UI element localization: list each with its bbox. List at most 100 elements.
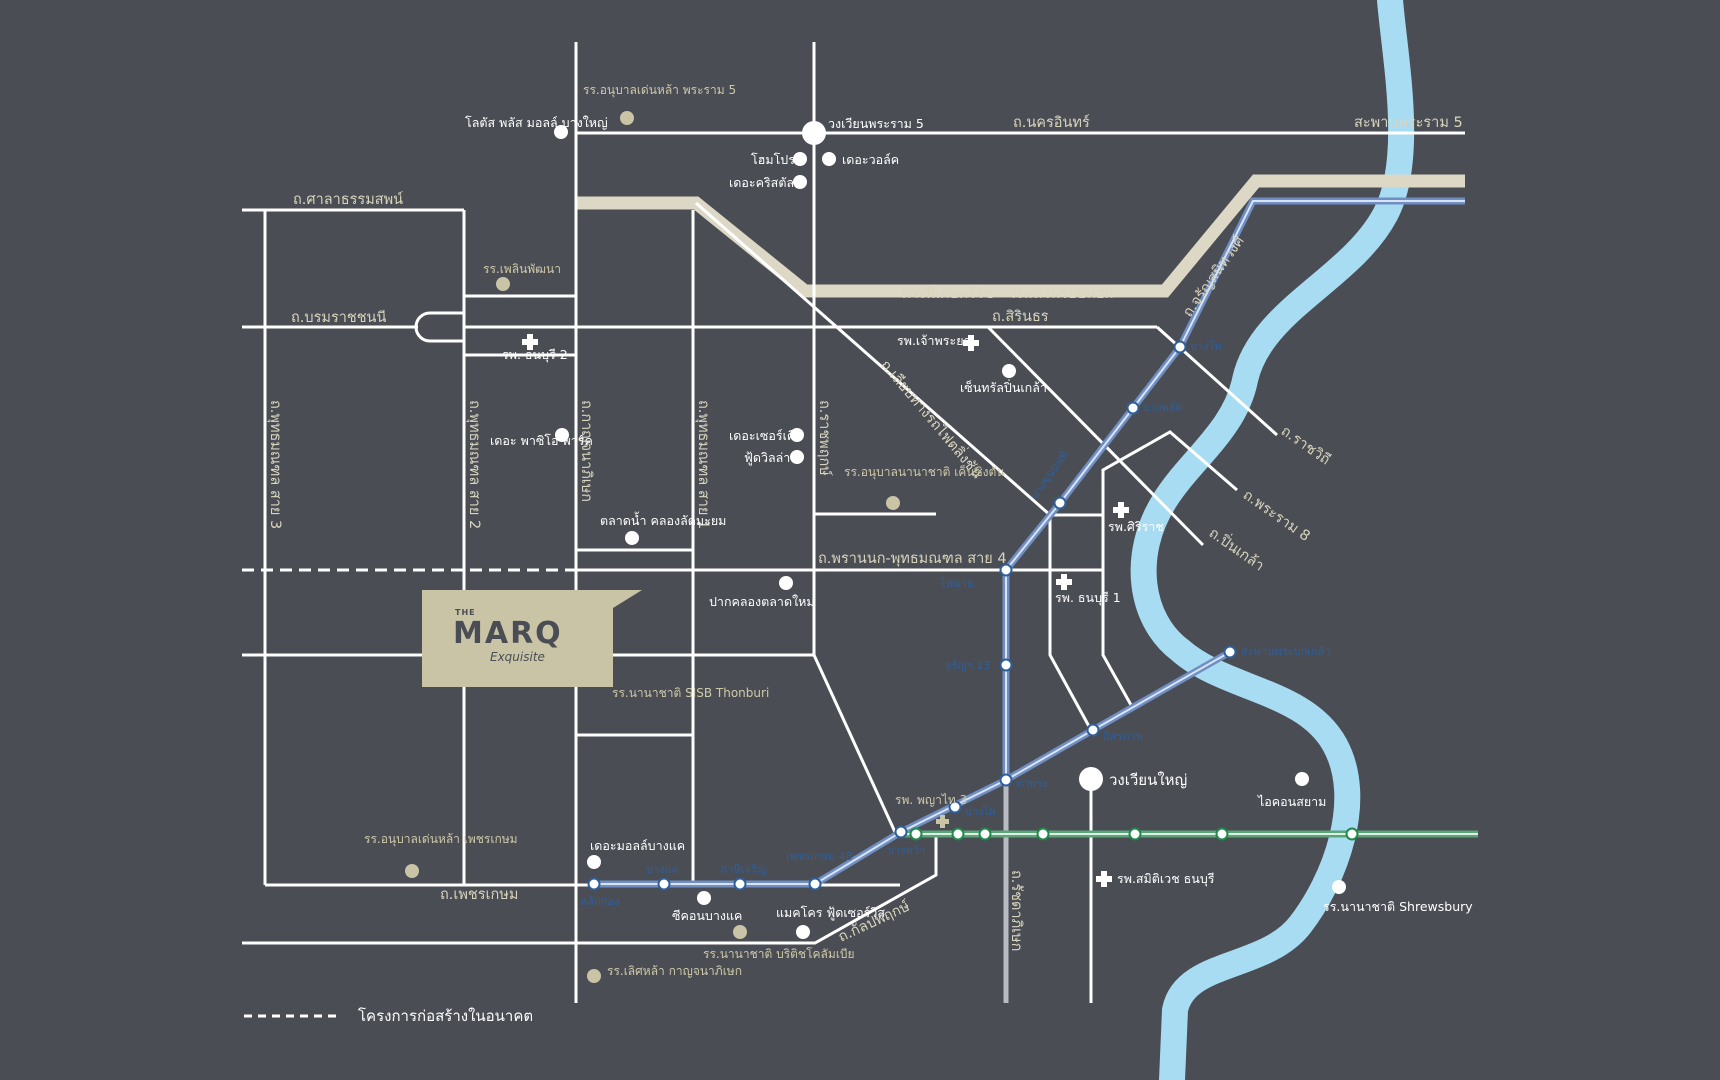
- makro-dot[interactable]: [796, 925, 810, 939]
- label-shrewsbury: รร.นานาชาติ Shrewsbury: [1323, 899, 1473, 914]
- pak-khlong-dot[interactable]: [779, 576, 793, 590]
- wongwian-yai-dot[interactable]: [1079, 767, 1103, 791]
- station-lak-song[interactable]: [587, 877, 601, 891]
- road-charan-link: [1048, 515, 1093, 731]
- station-label-phetkasem-48: เพชรเกษม 48: [786, 850, 853, 863]
- lotus-dot[interactable]: [554, 125, 568, 139]
- station-phasi-charoen[interactable]: [733, 877, 747, 891]
- label-seacon-bangkhae: ซีคอนบางแค: [672, 908, 742, 923]
- label-thonburi2: รพ. ธนบุรี 2: [502, 347, 568, 363]
- station-label-charan-13: จรัญฯ 13: [945, 659, 990, 672]
- shrewsbury-dot[interactable]: [1332, 880, 1346, 894]
- hospital-icon: [1096, 871, 1112, 887]
- station-label-bang-wa: บางหว้า: [887, 844, 925, 857]
- landmark-dots: [405, 111, 1346, 983]
- station-label-lak-song: หลักสอง: [580, 895, 619, 908]
- hospital-icons: [522, 334, 1129, 887]
- road-kanlapaphruek: [242, 832, 938, 945]
- mrt-stations: [587, 340, 1237, 891]
- label-ratchaphruek: ถ.ราชพฤกษ์: [816, 400, 833, 476]
- station-saphan-phra-pok[interactable]: [1223, 645, 1237, 659]
- the-palazzo-dot[interactable]: [555, 428, 569, 442]
- station-label-fai-chai: ไฟฉาย: [939, 577, 973, 590]
- bts-station[interactable]: [1215, 827, 1229, 841]
- bts-station[interactable]: [951, 827, 965, 841]
- label-the-walk: เดอะวอล์ค: [842, 152, 899, 167]
- label-phoenphatthana: รร.เพลินพัฒนา: [483, 262, 561, 276]
- label-sala-thammasop: ถ.ศาลาธรรมสพน์: [293, 191, 403, 208]
- bts-station[interactable]: [978, 827, 992, 841]
- label-the-crystal: เดอะคริสตัล: [729, 175, 794, 190]
- station-bang-khae[interactable]: [657, 877, 671, 891]
- label-phutthamonthon-1: ถ.พุทธมณฑล สาย 1: [695, 400, 711, 529]
- station-bang-wa[interactable]: [894, 825, 908, 839]
- project-brand-marker[interactable]: THE MARQ Exquisite: [422, 590, 642, 687]
- label-borommaratchachonnani: ถ.บรมราชชนนี: [291, 309, 386, 326]
- label-sirindhorn: ถ.สิรินธร: [992, 309, 1049, 325]
- label-the-mall-bangkhae: เดอะมอลล์บางแค: [590, 838, 685, 853]
- station-bang-khun-non[interactable]: [1053, 496, 1067, 510]
- bts-station[interactable]: [1036, 827, 1050, 841]
- bts-station[interactable]: [1128, 827, 1142, 841]
- central-pinklao-dot[interactable]: [1002, 364, 1016, 378]
- label-the-palazzo: เดอะ พาซิโอ พาร์ค: [490, 433, 593, 448]
- label-british-columbia: รร.นานาชาติ บริติชโคลัมเบีย: [703, 947, 855, 961]
- the-walk-dot[interactable]: [822, 152, 836, 166]
- label-wongwian-yai: วงเวียนใหญ่: [1109, 771, 1187, 789]
- label-lotus: โลตัส พลัส มอลล์ บางใหญ่: [465, 115, 608, 130]
- label-nakhon-in: ถ.นครอินทร์: [1013, 114, 1090, 131]
- brand-name: MARQ: [453, 616, 563, 651]
- station-charan-13[interactable]: [999, 658, 1013, 672]
- label-phyathai3: รพ. พญาไท 3: [895, 793, 967, 807]
- station-label-bang-pho: บางโพ: [1190, 339, 1222, 353]
- intl-kindergarten-dot[interactable]: [886, 496, 900, 510]
- bts-station[interactable]: [909, 827, 923, 841]
- british-columbia-dot[interactable]: [733, 925, 747, 939]
- phoenphatthana-dot[interactable]: [496, 277, 510, 291]
- label-kindergarten-rama5: รร.อนุบาลเด่นหล้า พระราม 5: [583, 83, 736, 98]
- sertla-dot[interactable]: [587, 969, 601, 983]
- the-crystal-dot[interactable]: [793, 175, 807, 189]
- brand-tagline: Exquisite: [490, 650, 545, 664]
- rama5-circle-dot[interactable]: [802, 121, 826, 145]
- seacon-bangkhae-dot[interactable]: [697, 891, 711, 905]
- the-mall-bangkhae-dot[interactable]: [587, 855, 601, 869]
- station-fai-chai[interactable]: [999, 563, 1013, 577]
- bts-stations: [909, 827, 1359, 841]
- label-central-pinklao: เซ็นทรัลปิ่นเกล้า: [960, 379, 1047, 395]
- hospital-icon: [1113, 502, 1129, 518]
- station-bang-phai[interactable]: [948, 800, 962, 814]
- kindergarten-rama5-dot[interactable]: [620, 111, 634, 125]
- the-circle-dot[interactable]: [790, 428, 804, 442]
- station-label-saphan-phra-pok: สะพานพระปกเกล้า: [1241, 645, 1331, 658]
- road-itsaraphap: [1050, 513, 1133, 706]
- label-makro: แมคโคร ฟู้ดเซอร์วิส: [776, 905, 885, 921]
- brand-prefix: THE: [455, 608, 476, 617]
- iconsiam-dot[interactable]: [1295, 772, 1309, 786]
- place-labels: โลตัส พลัส มอลล์ บางใหญ่ รร.อนุบาลเด่นหล…: [364, 83, 1473, 978]
- homepro-dot[interactable]: [793, 152, 807, 166]
- label-ratchadaphisek: ถ.รัชดาภิเษก: [1008, 870, 1024, 951]
- station-label-itsaraphap: อิสรภาพ: [1103, 730, 1143, 743]
- label-iconsiam: ไอคอนสยาม: [1257, 794, 1326, 809]
- label-homepro: โฮมโปร: [751, 152, 795, 167]
- brand-panel: [422, 590, 642, 687]
- station-itsaraphap[interactable]: [1086, 723, 1100, 737]
- label-phutthamonthon-2: ถ.พุทธมณฑล สาย 2: [466, 400, 482, 529]
- label-chaophraya: รพ.เจ้าพระยา: [897, 333, 971, 348]
- label-the-circle: เดอะเซอร์เคิล: [729, 428, 803, 443]
- denla-phetkasem-dot[interactable]: [405, 864, 419, 878]
- map-legend: โครงการก่อสร้างในอนาคต: [244, 1007, 533, 1025]
- station-phetkasem-48[interactable]: [808, 877, 822, 891]
- station-bang-phlat[interactable]: [1126, 401, 1140, 415]
- bts-station[interactable]: [1345, 827, 1359, 841]
- label-intl-kindergarten: รร.อนุบาลนานาชาติ เค็นซิงตัน: [844, 464, 1005, 480]
- chao-phraya-river: [1130, 0, 1415, 1080]
- label-food-villa: ฟู้ดวิลล่า: [744, 450, 790, 466]
- label-pak-khlong: ปากคลองตลาดใหม่: [709, 594, 815, 609]
- khlong-lat-mayom-dot[interactable]: [625, 531, 639, 545]
- station-tha-phra[interactable]: [999, 773, 1013, 787]
- label-samitivej: รพ.สมิติเวช ธนบุรี: [1117, 871, 1215, 887]
- station-bang-pho[interactable]: [1173, 340, 1187, 354]
- food-villa-dot[interactable]: [790, 450, 804, 464]
